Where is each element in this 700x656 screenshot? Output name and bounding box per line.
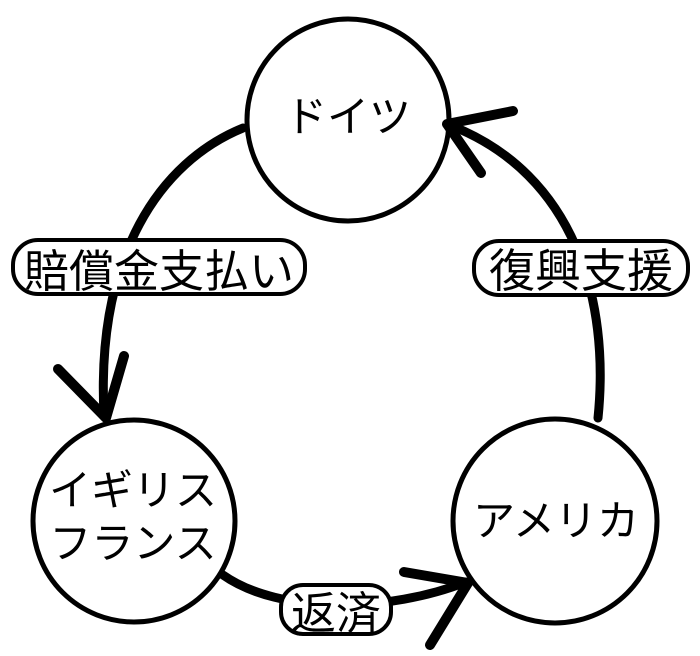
arrowhead-to-germany (442, 106, 518, 178)
node-america-label: アメリカ (473, 497, 639, 545)
edge-label-reconstruction-support: 復興支援 (472, 239, 690, 297)
node-uk-france-circle (30, 417, 238, 625)
node-uk-france-line-1: イギリス (48, 467, 218, 514)
node-germany-label: ドイツ (284, 93, 412, 141)
arrowhead-to-america (399, 567, 473, 650)
arrowhead-to-uk-france (53, 351, 129, 423)
node-america-circle (450, 416, 660, 626)
node-uk-france-label: イギリス フランス (49, 464, 217, 570)
edge-label-repayment: 返済 (279, 583, 393, 639)
edge-label-reparations: 賠償金支払い (11, 238, 307, 297)
arrow-germany-to-uk-france (98, 123, 248, 420)
node-uk-france-line-2: フランス (49, 520, 217, 567)
